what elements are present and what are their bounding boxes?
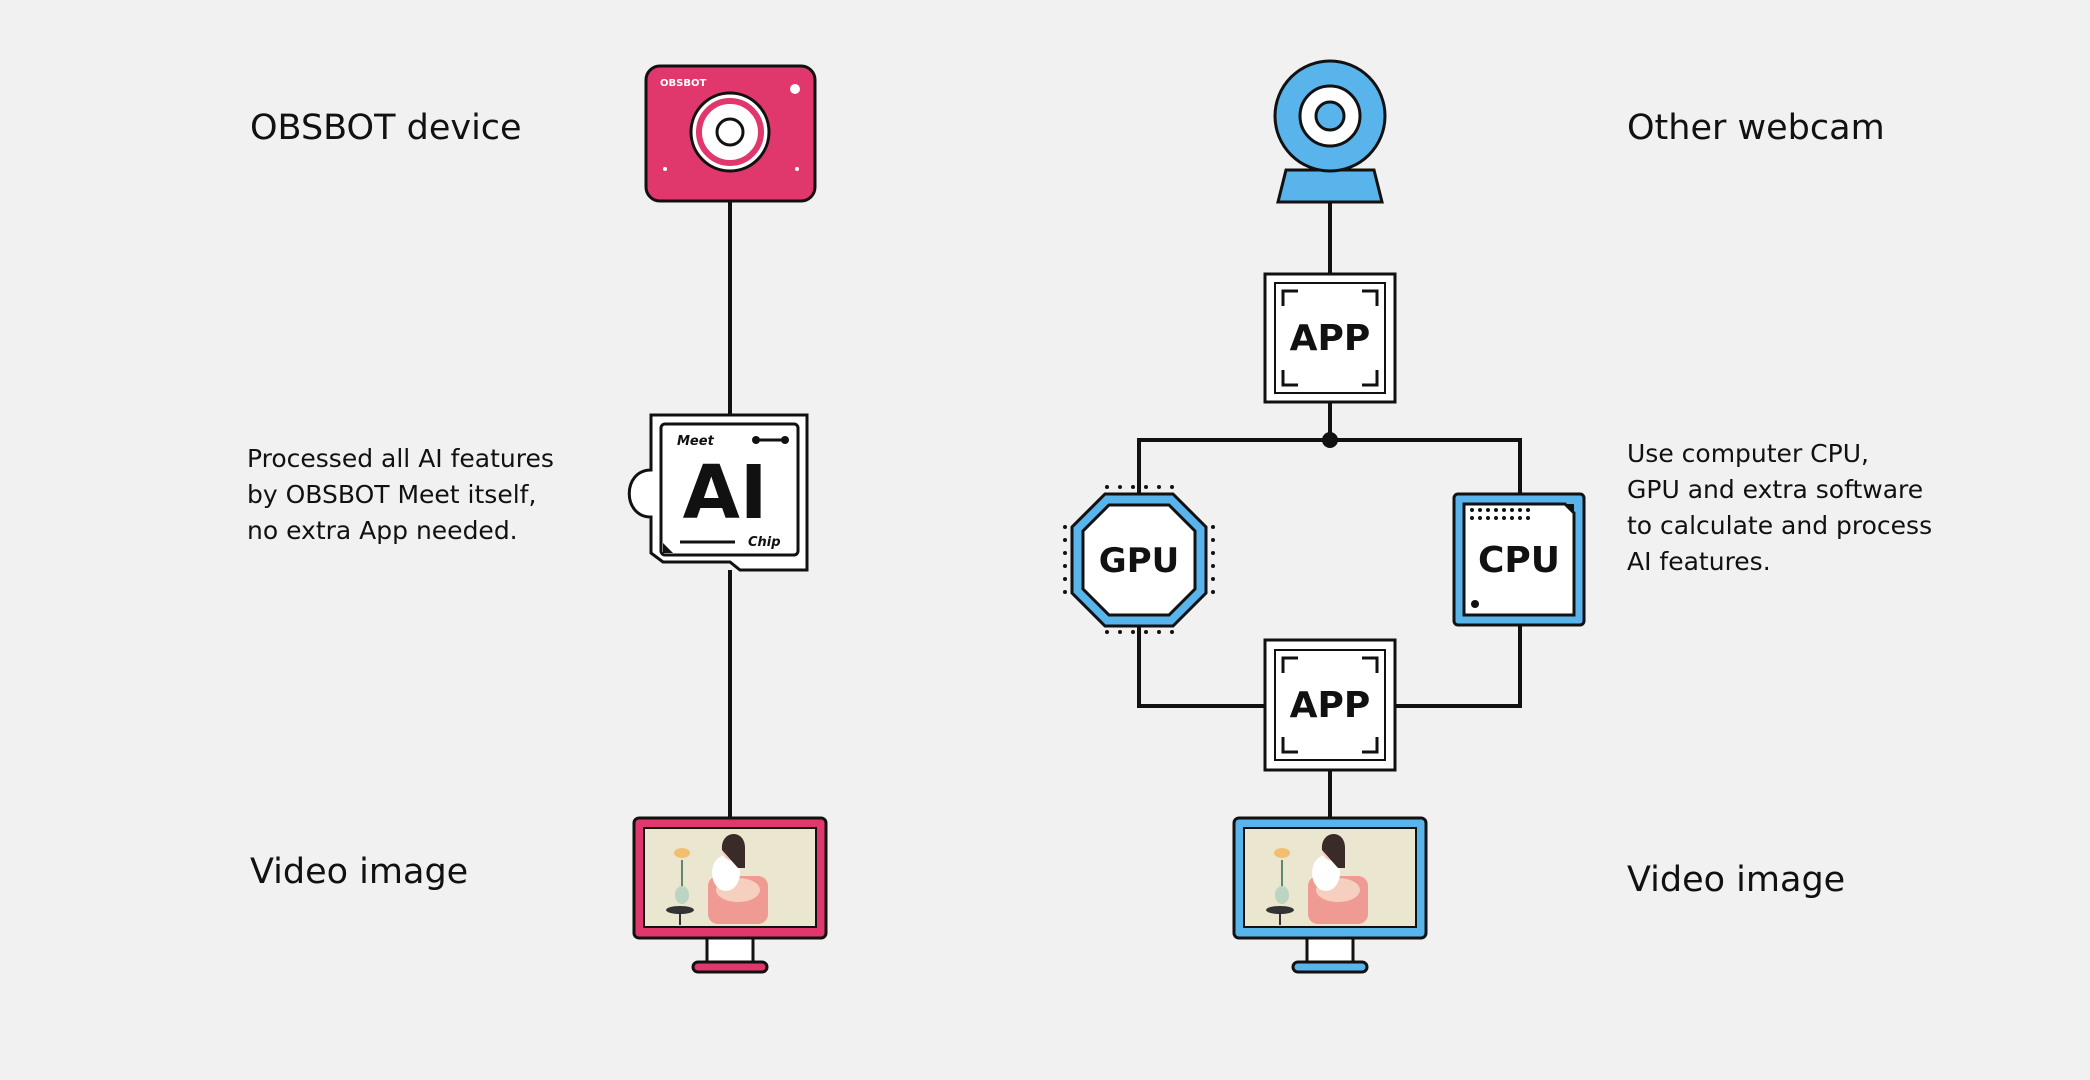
obsbot-device-icon: OBSBOT — [644, 64, 817, 203]
webcam-description-line: Use computer CPU, — [1627, 439, 1869, 468]
gpu-label: GPU — [1099, 541, 1179, 581]
ai-chip-icon: Meet AI Chip — [627, 413, 809, 572]
gpu-icon: GPU — [1063, 485, 1215, 634]
webcam-connector-lines — [1137, 202, 1522, 818]
obsbot-description: Processed all AI features by OBSBOT Meet… — [247, 441, 554, 549]
app-top-icon: APP — [1263, 272, 1397, 404]
chip-main-label: AI — [683, 450, 768, 536]
obsbot-brand-text: OBSBOT — [660, 78, 706, 89]
webcam-description: Use computer CPU, GPU and extra software… — [1627, 436, 1932, 580]
obsbot-monitor-icon — [632, 816, 828, 974]
obsbot-description-line: no extra App needed. — [247, 516, 518, 545]
webcam-description-line: AI features. — [1627, 547, 1771, 576]
app-bottom-icon: APP — [1263, 638, 1397, 772]
obsbot-output-label: Video image — [250, 852, 469, 892]
webcam-description-line: to calculate and process — [1627, 511, 1933, 540]
webcam-icon — [1273, 59, 1387, 204]
obsbot-device-title: OBSBOT device — [250, 108, 522, 148]
cpu-label: CPU — [1478, 540, 1560, 581]
webcam-monitor-icon — [1232, 816, 1428, 974]
obsbot-description-line: Processed all AI features — [247, 444, 554, 473]
cpu-icon: CPU — [1452, 492, 1586, 627]
webcam-output-label: Video image — [1627, 860, 1846, 900]
app-bottom-label: APP — [1290, 685, 1371, 726]
webcam-description-line: GPU and extra software — [1627, 475, 1924, 504]
other-webcam-title: Other webcam — [1627, 108, 1885, 148]
chip-top-label: Meet — [677, 434, 715, 449]
chip-bottom-label: Chip — [748, 535, 781, 550]
obsbot-description-line: by OBSBOT Meet itself, — [247, 480, 537, 509]
app-top-label: APP — [1290, 318, 1371, 359]
